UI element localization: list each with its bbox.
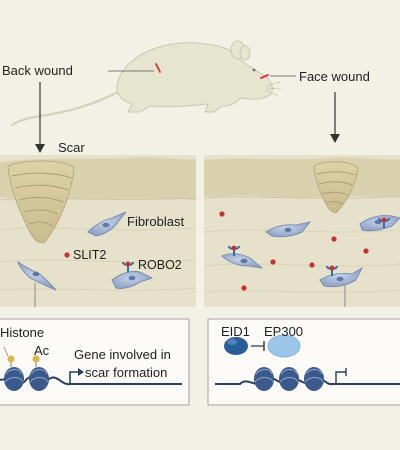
slit2-ligand-icon: [219, 211, 225, 217]
fibroblast-cell-icon: [265, 221, 312, 238]
right-gene-box: [207, 318, 400, 406]
slit2-ligand-icon: [331, 236, 337, 242]
robo2-label: ROBO2: [138, 258, 182, 272]
fibroblast-cell-icon: [359, 215, 400, 232]
scar-icon: [313, 161, 359, 213]
scar-icon: [7, 160, 75, 243]
histone-icon: [279, 367, 299, 391]
left-tissue-panel: [0, 155, 196, 307]
right-arrow: [330, 92, 340, 143]
fibroblast-cell-icon: [111, 271, 154, 289]
histone-icon: [4, 367, 24, 391]
slit2-ligand-icon: [309, 262, 315, 268]
right-tissue-panel: [204, 155, 400, 307]
left-arrow: [35, 82, 45, 153]
fibroblast-label: Fibroblast: [127, 214, 185, 229]
inhibition-arrow-icon: [251, 341, 265, 351]
histone-label: Histone: [0, 325, 45, 340]
eid1-protein-icon: [224, 337, 248, 355]
histone-icon: [254, 367, 274, 391]
fibroblast-cell-icon: [87, 211, 127, 237]
histone-icon: [29, 367, 49, 391]
robo2-receptor-icon: [122, 261, 134, 272]
histone-icon: [304, 367, 324, 391]
ep300-label: EP300: [264, 324, 304, 339]
scar-label: Scar: [58, 140, 85, 155]
slit2-ligand-icon: [241, 285, 247, 291]
face-wound-mark: [260, 74, 269, 79]
ep300-protein-icon: [267, 334, 301, 358]
face-wound-label: Face wound: [299, 69, 370, 84]
gene-label-line2: scar formation: [85, 365, 168, 380]
gene-label-line1: Gene involved in: [74, 347, 171, 362]
robo2-receptor-icon: [378, 217, 390, 228]
transcription-start-icon: [335, 368, 347, 384]
fibroblast-cell-icon: [17, 261, 57, 291]
fibroblast-cell-icon: [221, 253, 264, 269]
back-wound-mark: [155, 63, 161, 73]
transcription-start-icon: [69, 368, 84, 384]
slit2-label: SLIT2: [73, 248, 107, 262]
acetyl-mark-icon: [7, 355, 15, 367]
back-wound-label: Back wound: [2, 63, 73, 78]
ac-label: Ac: [34, 343, 50, 358]
robo2-receptor-icon: [228, 245, 240, 256]
slit2-ligand-icon: [363, 248, 369, 254]
mouse-illustration: [10, 40, 282, 127]
left-gene-box: [0, 318, 190, 406]
robo2-receptor-icon: [326, 265, 338, 276]
acetyl-mark-icon: [32, 355, 40, 367]
slit2-ligand-icon: [64, 252, 70, 258]
histone-leader: [3, 346, 9, 357]
eid1-label: EID1: [221, 324, 250, 339]
slit2-ligand-icon: [270, 259, 276, 265]
